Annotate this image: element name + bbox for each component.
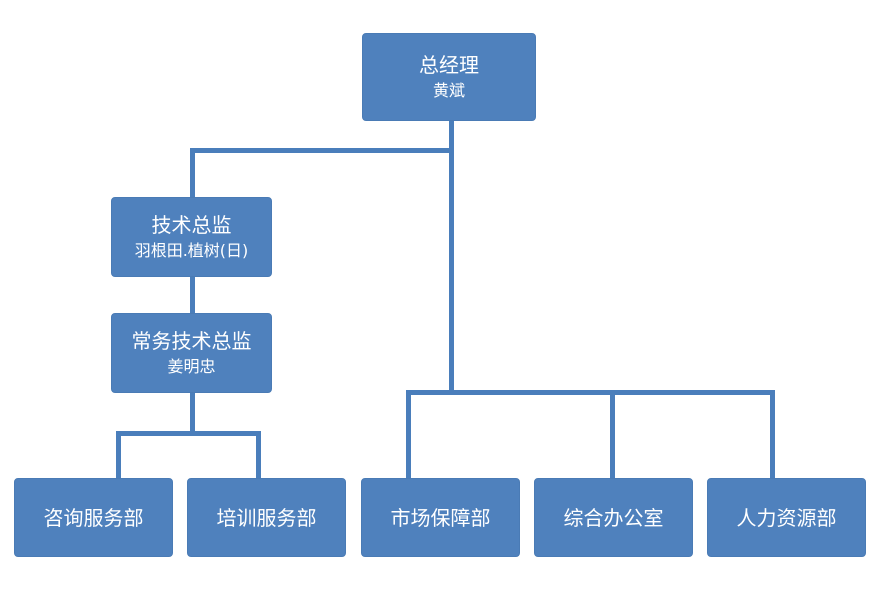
connector-to-dept-5 bbox=[770, 390, 775, 479]
connector-to-dept-2 bbox=[256, 431, 261, 479]
dept-label: 市场保障部 bbox=[390, 505, 491, 530]
connector-to-cto bbox=[190, 148, 195, 198]
node-title: 技术总监 bbox=[151, 213, 232, 237]
connector-gm-branch bbox=[190, 148, 454, 153]
node-person: 姜明忠 bbox=[167, 357, 216, 376]
node-person: 黄斌 bbox=[432, 81, 465, 100]
connector-to-dept-3 bbox=[406, 390, 411, 479]
connector-deputy-down bbox=[190, 392, 195, 434]
dept-label: 综合办公室 bbox=[563, 505, 664, 530]
connector-right-bar bbox=[406, 390, 775, 395]
node-technical-director: 技术总监 羽根田.植树(日) bbox=[111, 197, 272, 277]
dept-label: 培训服务部 bbox=[216, 505, 317, 530]
node-title: 总经理 bbox=[419, 53, 479, 77]
node-dept-training: 培训服务部 bbox=[187, 478, 346, 557]
node-person: 羽根田.植树(日) bbox=[134, 241, 249, 260]
node-dept-market-support: 市场保障部 bbox=[361, 478, 520, 557]
connector-to-dept-4 bbox=[610, 390, 615, 479]
connector-cto-deputy bbox=[190, 276, 195, 314]
node-title: 常务技术总监 bbox=[131, 329, 252, 353]
connector-gm-down bbox=[449, 120, 454, 392]
node-dept-consulting: 咨询服务部 bbox=[14, 478, 173, 557]
dept-label: 咨询服务部 bbox=[43, 505, 144, 530]
node-general-manager: 总经理 黄斌 bbox=[362, 33, 536, 121]
node-executive-technical-director: 常务技术总监 姜明忠 bbox=[111, 313, 272, 393]
connector-left-bar bbox=[116, 431, 261, 436]
node-dept-human-resources: 人力资源部 bbox=[707, 478, 866, 557]
node-dept-general-office: 综合办公室 bbox=[534, 478, 693, 557]
connector-to-dept-1 bbox=[116, 431, 121, 479]
dept-label: 人力资源部 bbox=[736, 505, 837, 530]
